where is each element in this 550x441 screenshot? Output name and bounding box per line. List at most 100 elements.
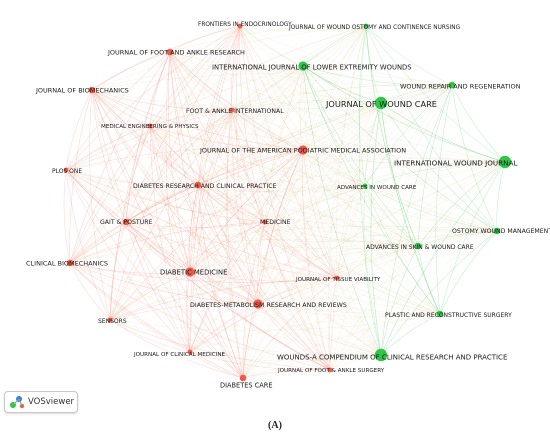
- edge-med_eng-clinbio: [69, 125, 151, 264]
- label-medicine[interactable]: MEDICINE: [260, 219, 291, 226]
- node-wrr[interactable]: [448, 81, 456, 89]
- label-jwocn[interactable]: JOURNAL OF WOUND OSTOMY AND CONTINENCE N…: [288, 25, 461, 31]
- edge-plosone-awc: [65, 169, 366, 192]
- label-japma[interactable]: JOURNAL OF THE AMERICAN PODIATRIC MEDICA…: [199, 146, 406, 154]
- edge-medicine-dmrr: [257, 221, 266, 305]
- label-asswc[interactable]: ADVANCES IN SKIN & WOUND CARE: [366, 244, 474, 251]
- edge-wrr-owm: [451, 84, 498, 232]
- edge-asswc-dmrr: [257, 245, 419, 305]
- label-sensors[interactable]: SENSORS: [98, 318, 127, 325]
- node-iwj[interactable]: [498, 155, 512, 169]
- label-awc[interactable]: ADVANCES IN WOUND CARE: [337, 185, 417, 191]
- node-jcm[interactable]: [187, 349, 193, 355]
- label-gait[interactable]: GAIT & POSTURE: [100, 219, 153, 226]
- node-drcp[interactable]: [194, 181, 202, 189]
- label-jbiomech[interactable]: JOURNAL OF BIOMECHANICS: [35, 86, 129, 94]
- label-jtv[interactable]: JOURNAL OF TISSUE VIABILITY: [295, 277, 381, 283]
- edge-japma-clinbio: [69, 149, 304, 264]
- node-plosone[interactable]: [63, 167, 69, 173]
- label-wounds[interactable]: WOUNDS-A COMPENDIUM OF CLINICAL RESEARCH…: [277, 353, 507, 361]
- node-jwc[interactable]: [374, 96, 388, 110]
- edge-owm-clinbio: [69, 225, 498, 264]
- node-clinbio[interactable]: [66, 259, 74, 267]
- node-jtv[interactable]: [334, 275, 340, 281]
- vosviewer-label: VOSviewer: [28, 397, 75, 407]
- vosviewer-badge[interactable]: VOSviewer: [4, 391, 78, 413]
- label-jcm[interactable]: JOURNAL OF CLINICAL MEDICINE: [133, 352, 226, 358]
- edge-japma-wounds: [302, 149, 382, 356]
- node-jfas2[interactable]: [327, 367, 333, 373]
- node-owm[interactable]: [493, 227, 501, 235]
- label-med_eng[interactable]: MEDICAL ENGINEERING & PHYSICS: [101, 124, 199, 130]
- node-awc[interactable]: [362, 183, 368, 189]
- edge-frontiers-jcm: [189, 25, 241, 353]
- edge-med_eng-drcp: [149, 125, 199, 186]
- node-asswc[interactable]: [414, 242, 422, 250]
- edge-medicine-wounds: [264, 221, 382, 356]
- edge-awc-dmrr: [257, 185, 366, 305]
- node-dm[interactable]: [185, 267, 195, 277]
- label-dmrr[interactable]: DIABETES-METABOLISM RESEARCH AND REVIEWS: [190, 302, 347, 309]
- label-jfas2[interactable]: JOURNAL OF FOOT & ANKLE SURGERY: [277, 368, 385, 374]
- edge-foot_ankle-jfas2: [231, 109, 331, 371]
- label-dcare[interactable]: DIABETES CARE: [220, 381, 273, 389]
- label-owm[interactable]: OSTOMY WOUND MANAGEMENT: [452, 228, 550, 235]
- edge-wrr-iwj: [451, 84, 506, 163]
- label-drcp[interactable]: DIABETES RESEARCH AND CLINICAL PRACTICE: [133, 183, 277, 190]
- label-wrr[interactable]: WOUND REPAIR AND REGENERATION: [400, 82, 521, 90]
- edge-medicine-sensors: [109, 221, 266, 321]
- edge-ijlew-japma: [299, 65, 304, 151]
- label-dm[interactable]: DIABETIC MEDICINE: [160, 268, 227, 276]
- edge-owm-jtv: [336, 230, 498, 279]
- node-jfas[interactable]: [166, 48, 174, 56]
- edge-jwocn-dm: [189, 25, 367, 273]
- edge-asswc-sensors: [109, 245, 419, 321]
- label-jfas[interactable]: JOURNAL OF FOOT AND ANKLE RESEARCH: [107, 48, 245, 56]
- label-prs[interactable]: PLASTIC AND RECONSTRUCTIVE SURGERY: [385, 312, 512, 319]
- edge-jfas-med_eng: [149, 51, 171, 127]
- node-medicine[interactable]: [262, 219, 268, 225]
- edge-jwocn-owm: [365, 25, 498, 232]
- node-jwocn[interactable]: [363, 23, 369, 29]
- edge-frontiers-jfas: [169, 25, 241, 53]
- edge-plosone-dmrr: [65, 169, 259, 305]
- edge-plosone-sensors: [65, 169, 111, 321]
- edge-frontiers-foot_ankle: [231, 25, 241, 111]
- label-clinbio[interactable]: CLINICAL BIOMECHANICS: [26, 259, 108, 267]
- edge-gait-wounds: [125, 221, 382, 356]
- edge-prs-dcare: [242, 313, 441, 379]
- label-ijlew[interactable]: INTERNATIONAL JOURNAL OF LOWER EXTREMITY…: [212, 63, 412, 71]
- node-foot_ankle[interactable]: [229, 107, 235, 113]
- edge-dm-wounds: [189, 271, 382, 356]
- edge-jfas-awc: [169, 51, 366, 187]
- node-med_eng[interactable]: [147, 123, 153, 129]
- node-dcare[interactable]: [239, 374, 247, 382]
- node-jbiomech[interactable]: [88, 86, 96, 94]
- edge-med_eng-asswc: [149, 125, 419, 247]
- node-sensors[interactable]: [107, 317, 113, 323]
- node-frontiers[interactable]: [237, 23, 243, 29]
- edge-jfas-wrr: [169, 51, 453, 87]
- label-jwc[interactable]: JOURNAL OF WOUND CARE: [325, 99, 437, 109]
- edge-japma-awc: [302, 149, 366, 187]
- node-prs[interactable]: [436, 310, 444, 318]
- label-foot_ankle[interactable]: FOOT & ANKLE INTERNATIONAL: [186, 108, 284, 115]
- label-plosone[interactable]: PLOS ONE: [52, 168, 82, 175]
- edge-dm-jtv: [189, 271, 338, 282]
- label-frontiers[interactable]: FRONTIERS IN ENDOCRINOLOGY: [198, 22, 292, 28]
- edge-wounds-dcare: [242, 354, 382, 379]
- edge-iwj-wounds: [380, 161, 506, 356]
- label-iwj[interactable]: INTERNATIONAL WOUND JOURNAL: [394, 159, 517, 168]
- figure-caption: (A): [268, 420, 282, 431]
- edge-foot_ankle-clinbio: [69, 109, 233, 264]
- node-japma[interactable]: [298, 145, 308, 155]
- edge-jwocn-jcm: [189, 25, 367, 353]
- edge-asswc-prs: [417, 245, 441, 315]
- edge-plosone-jtv: [65, 169, 338, 279]
- node-ijlew[interactable]: [298, 61, 308, 71]
- node-dmrr[interactable]: [253, 299, 263, 309]
- edge-iwj-dcare: [242, 161, 506, 379]
- node-gait[interactable]: [122, 218, 130, 226]
- node-wounds[interactable]: [374, 348, 388, 362]
